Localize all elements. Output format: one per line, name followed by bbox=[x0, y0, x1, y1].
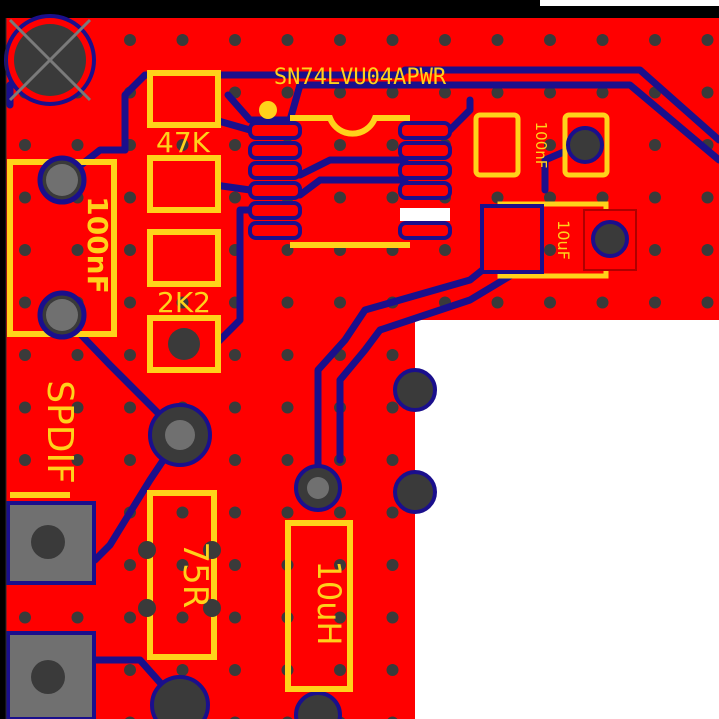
r2k2-label: 2K2 bbox=[157, 286, 211, 319]
via-pad-inductor-top[interactable] bbox=[294, 464, 342, 512]
via-pad-bottom-center[interactable] bbox=[150, 675, 342, 719]
ic-pin1-marker bbox=[259, 101, 277, 119]
capacitor-10uf[interactable]: 10uF bbox=[480, 201, 637, 279]
trace-vertical-center-2 bbox=[336, 266, 524, 464]
resistor-2k2[interactable]: 2K2 bbox=[147, 229, 221, 373]
resistor-75r[interactable]: 75R bbox=[138, 490, 221, 660]
inductor-10uh[interactable]: 10uH bbox=[285, 520, 353, 692]
ic-left-pins bbox=[248, 121, 302, 240]
r2k2-pad-top[interactable] bbox=[147, 229, 221, 287]
spdif-label: SPDIF bbox=[39, 380, 80, 484]
via-pad-center-large[interactable] bbox=[148, 403, 212, 467]
l10uh-outline bbox=[285, 520, 353, 692]
trace-vertical-center-1 bbox=[314, 236, 524, 492]
l10uh-label: 10uH bbox=[310, 560, 348, 645]
mounting-hole bbox=[4, 14, 96, 106]
ic-outline-top bbox=[290, 115, 410, 137]
c100nf-small-label: 100nF bbox=[532, 122, 550, 169]
via-pad-cutout-edge[interactable] bbox=[393, 368, 437, 514]
c10uf-pad-left[interactable] bbox=[480, 204, 544, 274]
spdif-connector[interactable]: SPDIF bbox=[6, 380, 96, 719]
ic-right-pins bbox=[398, 121, 452, 240]
board-edge-strip bbox=[540, 0, 719, 6]
trace-ic-out-1 bbox=[296, 176, 409, 199]
capacitor-100nf-small[interactable]: 100nF bbox=[473, 112, 610, 178]
r47k-label: 47K bbox=[156, 126, 211, 159]
ic-label: SN74LVU04APWR bbox=[274, 65, 447, 90]
ic-sn74lvu04apwr[interactable]: SN74LVU04APWR bbox=[248, 65, 452, 248]
ic-selected-pin[interactable] bbox=[400, 208, 450, 221]
c10uf-label: 10uF bbox=[554, 220, 573, 260]
r47k-pad-top[interactable] bbox=[147, 70, 221, 128]
board-cutout bbox=[415, 320, 719, 719]
trace-ic-out-2 bbox=[296, 156, 409, 179]
c100nf-small-pad-left[interactable] bbox=[473, 112, 521, 178]
trace-ic-right bbox=[446, 96, 474, 134]
capacitor-100nf-left[interactable]: 100nF bbox=[7, 155, 117, 340]
resistor-47k[interactable]: 47K bbox=[147, 70, 221, 213]
trace-2k2-to-ic bbox=[211, 206, 254, 349]
r47k-pad-bottom[interactable] bbox=[147, 155, 221, 213]
cap-label-100nf-left: 100nF bbox=[81, 196, 114, 294]
r75r-outline bbox=[147, 490, 217, 660]
trace-top-bus bbox=[121, 66, 719, 154]
trace-top-bus-2 bbox=[224, 81, 719, 164]
r75r-label: 75R bbox=[175, 542, 215, 609]
